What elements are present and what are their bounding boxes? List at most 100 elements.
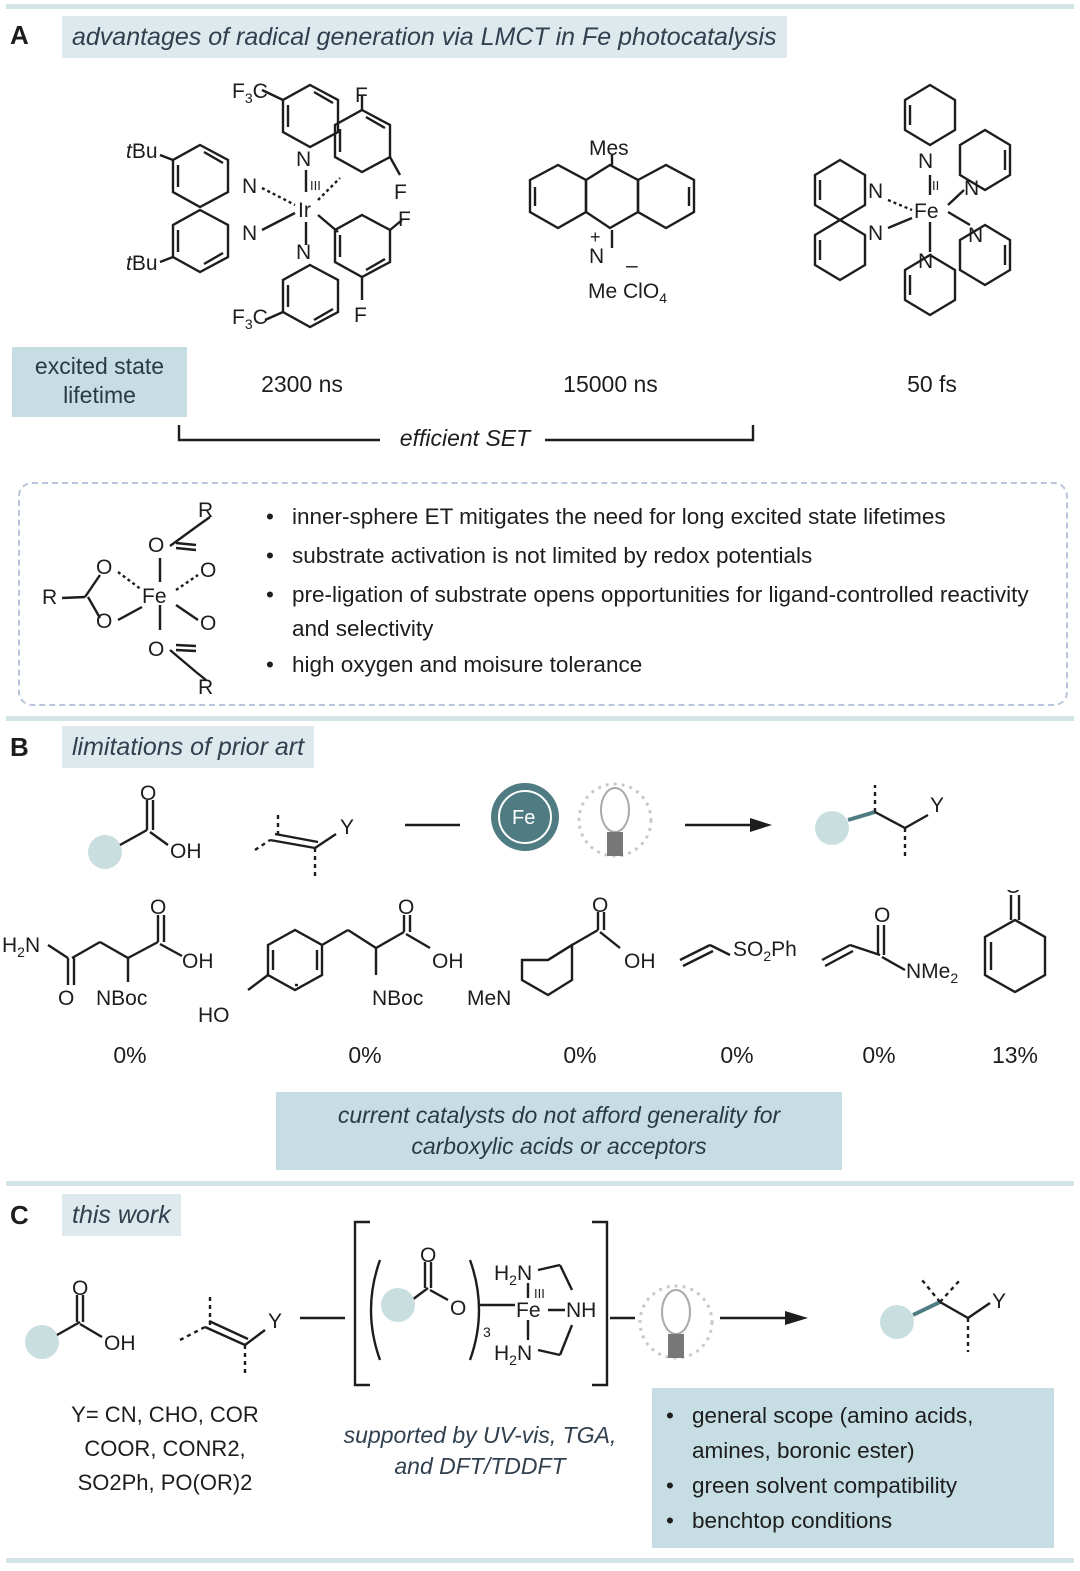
svg-text:Y: Y	[340, 816, 354, 839]
svg-text:F3C: F3C	[232, 306, 268, 332]
svg-text:O: O	[96, 610, 112, 633]
yield-tyrosine: 0%	[348, 1042, 382, 1068]
svg-text:N: N	[968, 224, 983, 247]
svg-text:MeN: MeN	[467, 987, 511, 1010]
panel-c-letter: C	[10, 1200, 29, 1230]
svg-text:Fe: Fe	[516, 1299, 541, 1322]
svg-text:F: F	[394, 181, 407, 204]
svg-text:O: O	[140, 782, 156, 805]
svg-text:III: III	[310, 178, 321, 193]
svg-text:N: N	[868, 222, 883, 245]
svg-text:tBu: tBu	[126, 252, 158, 275]
svg-text:OH: OH	[432, 950, 464, 973]
excited-state-lifetime-label: excited state lifetime	[12, 347, 187, 417]
lmct-advantages-list: inner-sphere ET mitigates the need for l…	[262, 500, 1052, 682]
panel-a-letter: A	[10, 20, 29, 50]
efficient-set-label: efficient SET	[399, 425, 531, 451]
svg-text:O: O	[148, 638, 164, 661]
panel-a-title: advantages of radical generation via LMC…	[62, 16, 787, 58]
advantage-item: high oxygen and moisure tolerance	[262, 648, 1052, 682]
svg-text:O: O	[150, 896, 166, 919]
svg-text:OH: OH	[104, 1332, 136, 1355]
svg-text:R: R	[198, 499, 213, 522]
y-group-line: SO2Ph, PO(OR)2	[77, 1470, 253, 1495]
yield-cyclohexenone: 13%	[991, 1042, 1039, 1068]
svg-text:H2N: H2N	[494, 1342, 532, 1368]
advantage-item: substrate activation is not limited by r…	[262, 539, 1052, 573]
svg-text:N: N	[242, 222, 257, 245]
support-note: supported by UV-vis, TGA, and DFT/TDDFT	[343, 1422, 617, 1479]
panel-c-title: this work	[62, 1194, 181, 1236]
svg-text:N: N	[296, 241, 311, 264]
svg-text:O: O	[58, 987, 74, 1010]
svg-text:tBu: tBu	[126, 140, 158, 163]
svg-text:F3C: F3C	[232, 80, 268, 106]
svg-text:O: O	[420, 1244, 436, 1267]
svg-text:+: +	[590, 227, 601, 247]
svg-text:N: N	[296, 148, 311, 171]
svg-text:H2N: H2N	[2, 934, 40, 960]
svg-text:H2N: H2N	[494, 1262, 532, 1288]
svg-text:Y: Y	[268, 1310, 282, 1333]
yield-acrylamide: 0%	[862, 1042, 896, 1068]
yield-asparagine: 0%	[113, 1042, 147, 1068]
svg-text:O: O	[72, 1277, 88, 1300]
svg-text:NMe2: NMe2	[906, 960, 958, 986]
yield-piperidine: 0%	[563, 1042, 597, 1068]
fe-lifetime-value: 50 fs	[907, 371, 957, 397]
feature-item: benchtop conditions	[662, 1503, 1047, 1538]
acridinium-lifetime-value: 15000 ns	[563, 371, 658, 397]
svg-text:Ir: Ir	[298, 199, 311, 222]
svg-text:O: O	[398, 896, 414, 919]
feature-item: general scope (amino acids, amines, boro…	[662, 1398, 1047, 1468]
svg-text:Y: Y	[992, 1290, 1006, 1313]
svg-text:N: N	[868, 180, 883, 203]
svg-text:Fe: Fe	[142, 585, 167, 608]
feature-item: green solvent compatibility	[662, 1468, 1047, 1503]
this-work-features-box: general scope (amino acids, amines, boro…	[652, 1388, 1054, 1548]
this-work-features-list: general scope (amino acids, amines, boro…	[662, 1398, 1047, 1538]
svg-text:O: O	[200, 559, 216, 582]
efficient-set-bracket	[177, 425, 755, 442]
section-divider-ab	[6, 716, 1074, 721]
svg-text:Fe: Fe	[512, 807, 535, 829]
svg-text:F: F	[355, 84, 368, 107]
svg-text:Mes: Mes	[589, 137, 629, 160]
svg-text:Fe: Fe	[914, 200, 939, 223]
this-work-reaction-scheme: O OH Y O O 3 H2N III Fe NH H2N Y	[25, 1220, 1006, 1387]
svg-text:NBoc: NBoc	[372, 987, 423, 1010]
svg-text:O: O	[96, 556, 112, 579]
svg-text:N: N	[242, 175, 257, 198]
section-divider-top	[6, 4, 1074, 9]
svg-text:OH: OH	[624, 950, 656, 973]
ir-photocatalyst-structure: F3C F F F F F3C tBu tBu N N N N Ir III	[126, 80, 411, 332]
ir-lifetime-value: 2300 ns	[261, 371, 343, 397]
panel-b-title: limitations of prior art	[62, 726, 315, 768]
svg-text:HO: HO	[198, 1004, 230, 1027]
svg-text:NH: NH	[566, 1299, 596, 1322]
svg-text:NBoc: NBoc	[96, 987, 147, 1010]
panel-b-letter: B	[10, 732, 29, 762]
svg-text:O: O	[148, 534, 164, 557]
svg-text:N: N	[918, 150, 933, 173]
section-divider-bottom	[6, 1558, 1074, 1563]
section-divider-bc	[6, 1181, 1074, 1186]
svg-text:O: O	[200, 612, 216, 635]
svg-text:3: 3	[483, 1324, 491, 1340]
acceptor-y-groups: Y= CN, CHO, COR COOR, CONR2, SO2Ph, PO(O…	[45, 1398, 285, 1500]
svg-text:O: O	[450, 1297, 466, 1320]
svg-text:F: F	[354, 304, 367, 327]
svg-text:O: O	[592, 894, 608, 917]
prior-art-conclusion: current catalysts do not afford generali…	[276, 1092, 842, 1170]
svg-text:SO2Ph: SO2Ph	[733, 938, 797, 964]
fe-bipyridine-complex-structure: N N N N N N Fe II	[813, 83, 1012, 317]
acridinium-photocatalyst-structure: Mes + N – Me ClO4	[528, 137, 696, 306]
svg-text:R: R	[42, 586, 57, 609]
svg-text:Y: Y	[930, 794, 944, 817]
lmct-advantages-box	[18, 482, 1068, 706]
svg-text:O: O	[874, 904, 890, 927]
advantage-item: pre-ligation of substrate opens opportun…	[262, 578, 1052, 646]
svg-text:N: N	[918, 250, 933, 273]
svg-text:N: N	[589, 245, 604, 268]
svg-text:–: –	[626, 254, 638, 277]
